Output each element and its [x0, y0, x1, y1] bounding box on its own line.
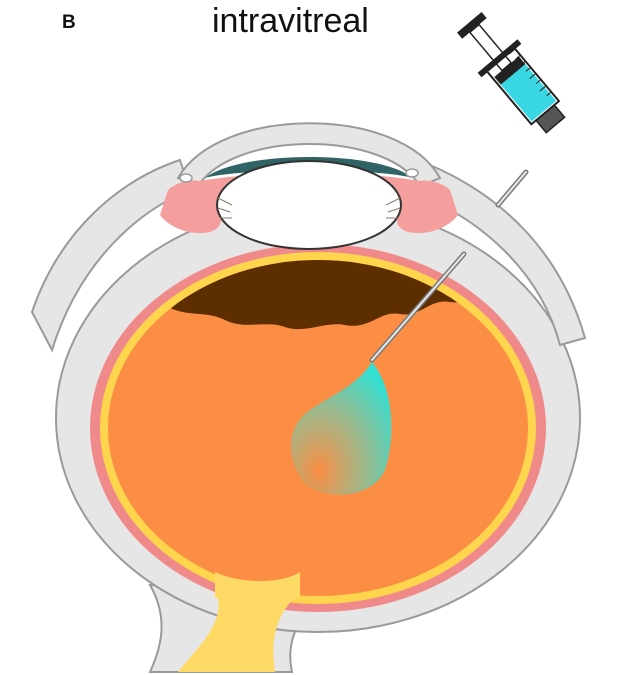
scleral-mark-right [406, 169, 418, 177]
scleral-mark-left [180, 174, 192, 182]
syringe-needle-highlight [498, 172, 526, 205]
lens [217, 161, 401, 249]
syringe [449, 6, 575, 142]
